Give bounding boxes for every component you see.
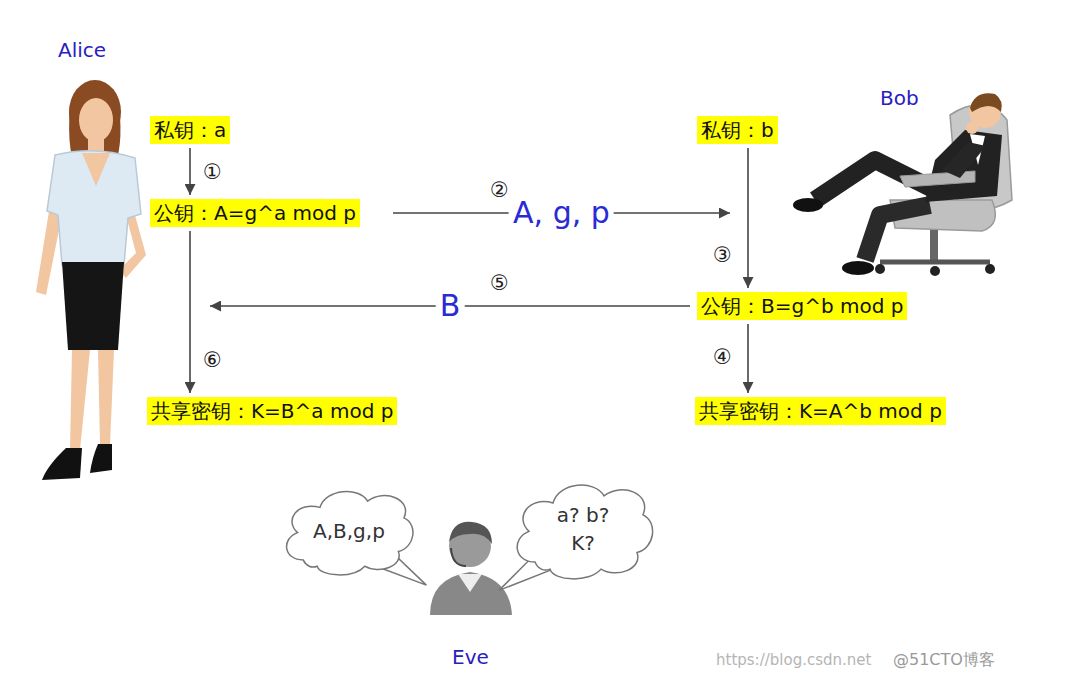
- message-label: B: [436, 289, 465, 323]
- callout-number: ③: [713, 243, 732, 267]
- flow-arrow: [189, 231, 191, 393]
- flow-arrow: [189, 148, 191, 195]
- watermark: https://blog.csdn.net: [716, 651, 871, 669]
- shared-key-box: 共享密钥：K=B^a mod p: [147, 397, 397, 425]
- thought-cloud: A,B,g,p: [278, 478, 418, 583]
- key-text: 共享密钥：K=A^b mod p: [699, 399, 942, 423]
- cloud-shape: [287, 491, 413, 574]
- cloud-outline: [508, 470, 658, 588]
- public-key-box: 公钥：B=g^b mod p: [697, 292, 907, 320]
- message-label: A, g, p: [509, 196, 614, 230]
- person-name: Bob: [880, 86, 919, 110]
- private-key-box: 私钥：a: [150, 116, 230, 144]
- callout-number: ②: [490, 178, 509, 202]
- callout-number: ①: [203, 160, 222, 184]
- cloud-text: a? b? K?: [548, 501, 618, 557]
- watermark: @51CTO博客: [893, 650, 995, 671]
- callout-number: ⑤: [490, 271, 509, 295]
- person-name: Alice: [58, 38, 106, 62]
- flow-arrow: [747, 148, 749, 288]
- person-name: Eve: [452, 645, 489, 669]
- callout-number: ④: [713, 345, 732, 369]
- alice-figure: [36, 80, 146, 480]
- key-text: 公钥：B=g^b mod p: [701, 294, 903, 318]
- shared-key-box: 共享密钥：K=A^b mod p: [695, 397, 946, 425]
- bob-figure: [793, 93, 1012, 276]
- private-key-box: 私钥：b: [697, 116, 778, 144]
- callout-number: ⑥: [203, 348, 222, 372]
- eve-figure: [430, 522, 512, 615]
- public-key-box: 公钥：A=g^a mod p: [150, 199, 360, 227]
- key-text: 私钥：a: [154, 118, 226, 142]
- key-text: 公钥：A=g^a mod p: [154, 201, 356, 225]
- key-text: 私钥：b: [701, 118, 774, 142]
- cloud-shape: [517, 485, 652, 579]
- key-text: 共享密钥：K=B^a mod p: [151, 399, 393, 423]
- thought-cloud: a? b? K?: [508, 470, 658, 588]
- flow-arrow: [747, 324, 749, 393]
- cloud-text: A,B,g,p: [313, 517, 383, 545]
